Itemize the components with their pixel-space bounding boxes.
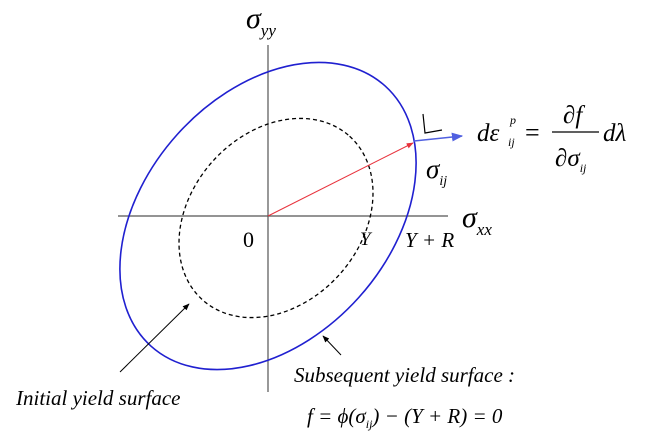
stress-vector-arrow <box>267 142 414 217</box>
subsequent-surface-leader <box>322 335 342 356</box>
flow-rule-equals: = <box>525 118 540 147</box>
flow-rule-denominator: ∂σij <box>555 145 587 175</box>
flow-rule-equation: dε p ij = ∂f ∂σij dλ <box>477 102 627 175</box>
flow-rule-lhs-sup: p <box>509 113 516 127</box>
origin-label: 0 <box>243 227 254 252</box>
subsequent-yield-surface <box>119 61 417 371</box>
flow-rule-numerator: ∂f <box>563 102 585 129</box>
flow-rule-lhs-sub: ij <box>508 135 515 149</box>
stress-vector-label: σij <box>426 154 447 189</box>
flow-rule-rhs: dλ <box>603 120 627 147</box>
right-angle-marker <box>422 113 443 134</box>
initial-surface-leader <box>119 303 190 373</box>
initial-yield-surface <box>178 117 374 319</box>
flow-rule-lhs: dε <box>477 120 500 147</box>
subsequent-yield-point-label: Y + R <box>405 228 454 252</box>
initial-yield-point-label: Y <box>360 229 373 250</box>
subsequent-yield-surface-caption: Subsequent yield surface : <box>294 363 515 387</box>
y-axis-label: σyy <box>246 2 276 40</box>
initial-yield-surface-caption: Initial yield surface <box>15 386 180 410</box>
x-axis-label: σxx <box>462 201 492 239</box>
normal-direction-arrow <box>413 132 464 142</box>
yield-function-equation: f = ϕ(σij) − (Y + R) = 0 <box>307 404 503 431</box>
